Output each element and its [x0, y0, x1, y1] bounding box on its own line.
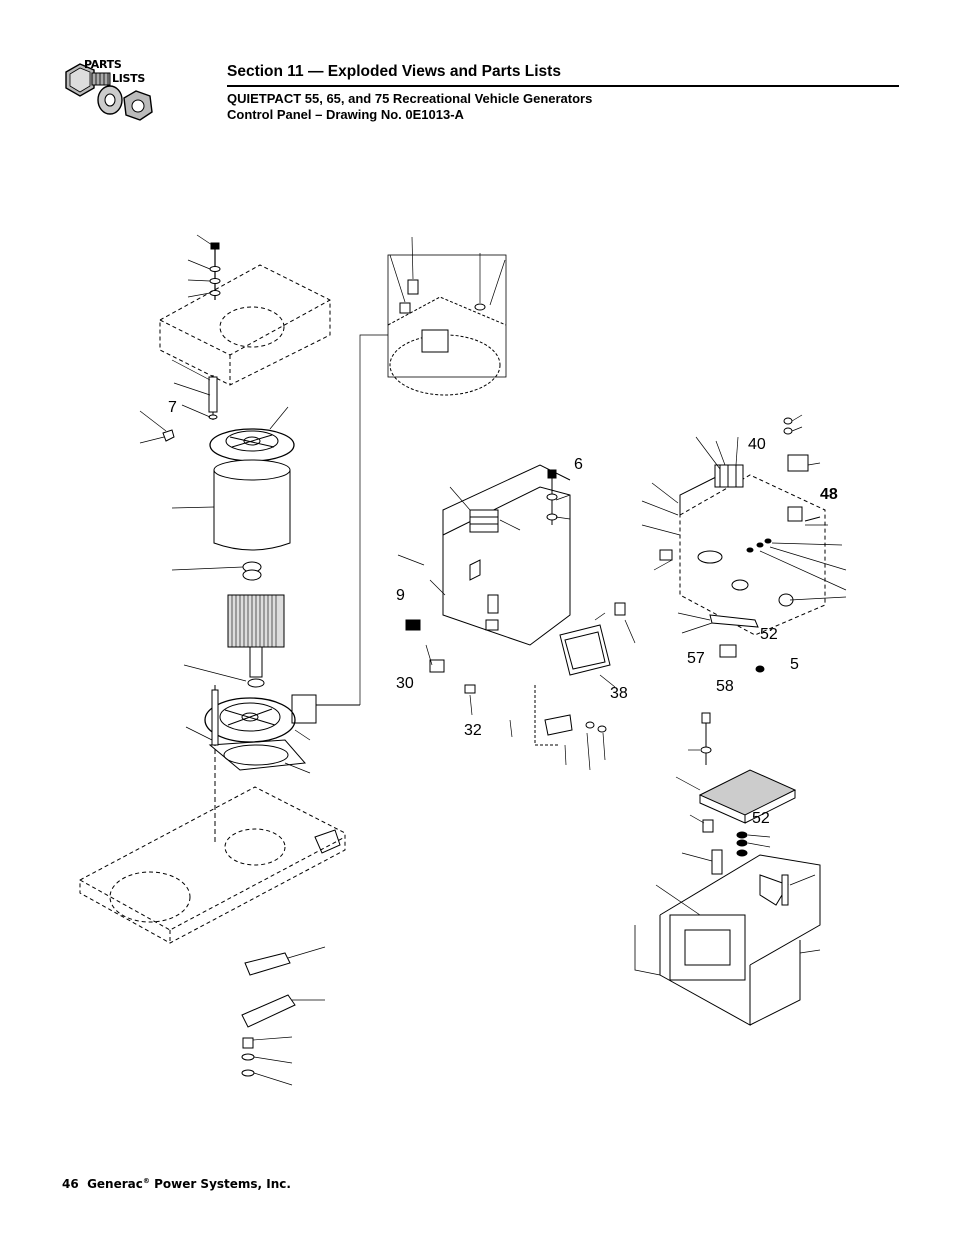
registered-mark-icon: ® — [142, 1177, 150, 1185]
callout-32: 32 — [464, 722, 482, 739]
parts-lists-logo: PARTS LISTS — [62, 58, 158, 130]
callout-40: 40 — [748, 436, 766, 453]
page-header: Section 11 — Exploded Views and Parts Li… — [227, 62, 899, 123]
drawing-number-line: Control Panel – Drawing No. 0E1013-A — [227, 107, 464, 122]
callout-6: 6 — [574, 456, 583, 473]
exploded-view-drawing: 7 6 40 48 9 38 52 57 5 58 32 30 52 — [79, 234, 847, 1086]
logo-word-parts: PARTS — [84, 58, 122, 71]
callout-38: 38 — [610, 685, 628, 702]
callout-9: 9 — [396, 587, 405, 604]
callout-58: 58 — [716, 678, 734, 695]
right-lower-assembly — [634, 712, 821, 1026]
callout-52-lower: 52 — [752, 810, 770, 827]
callout-52-upper: 52 — [760, 626, 778, 643]
callout-48: 48 — [820, 486, 838, 503]
page-number: 46 — [62, 1177, 79, 1191]
detail-inset — [359, 236, 507, 705]
callout-30: 30 — [396, 675, 414, 692]
bolt-nut-washer-icon — [65, 63, 153, 121]
generator-models-subtitle: QUIETPACT 55, 65, and 75 Recreational Ve… — [227, 91, 593, 106]
left-generator-assembly — [79, 234, 360, 1086]
company-suffix: Power Systems, Inc. — [154, 1177, 291, 1191]
company-name: Generac — [87, 1177, 143, 1191]
callout-5: 5 — [790, 656, 799, 673]
center-control-panel — [397, 464, 636, 771]
header-rule — [227, 85, 899, 87]
page-footer: 46 Generac® Power Systems, Inc. — [62, 1177, 291, 1191]
logo-word-lists: LISTS — [112, 72, 145, 85]
callout-57: 57 — [687, 650, 705, 667]
right-upper-assembly — [641, 414, 847, 673]
section-title: Section 11 — Exploded Views and Parts Li… — [227, 63, 561, 80]
callout-7: 7 — [168, 399, 177, 416]
